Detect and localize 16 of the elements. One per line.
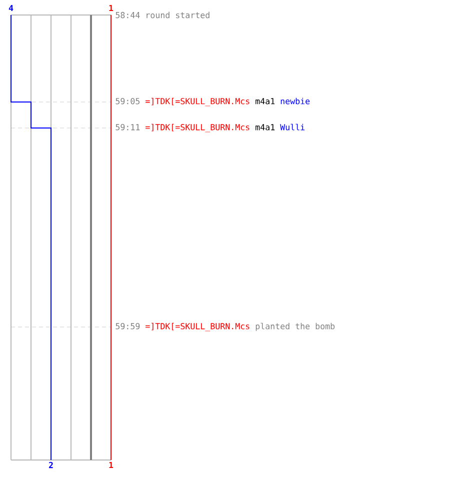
event-log-line: 58:44 round started xyxy=(116,12,210,18)
label: 59:05 xyxy=(116,98,140,104)
label: 59:11 xyxy=(116,124,140,130)
event-log-line: 59:05 =]TDK[=SKULL_BURN.Mcs m4a1 newbie xyxy=(116,98,310,106)
team-count: 1 xyxy=(109,462,114,468)
event-log-line: 59:11 =]TDK[=SKULL_BURN.Mcs m4a1 Wulli xyxy=(116,124,304,132)
label: Wulli xyxy=(280,124,305,130)
label: =]TDK[=SKULL_BURN.Mcs xyxy=(146,98,250,106)
team-count: 4 xyxy=(8,4,14,12)
event-log-line: 59:59 =]TDK[=SKULL_BURN.Mcs planted the bomb xyxy=(116,322,335,332)
team-count: 1 xyxy=(109,4,114,12)
team-count: 2 xyxy=(48,462,53,468)
label: =]TDK[=SKULL_BURN.Mcs xyxy=(146,124,250,132)
label: m4a1 xyxy=(256,98,275,104)
label: m4a1 xyxy=(256,124,275,130)
label: newbie xyxy=(280,98,310,104)
